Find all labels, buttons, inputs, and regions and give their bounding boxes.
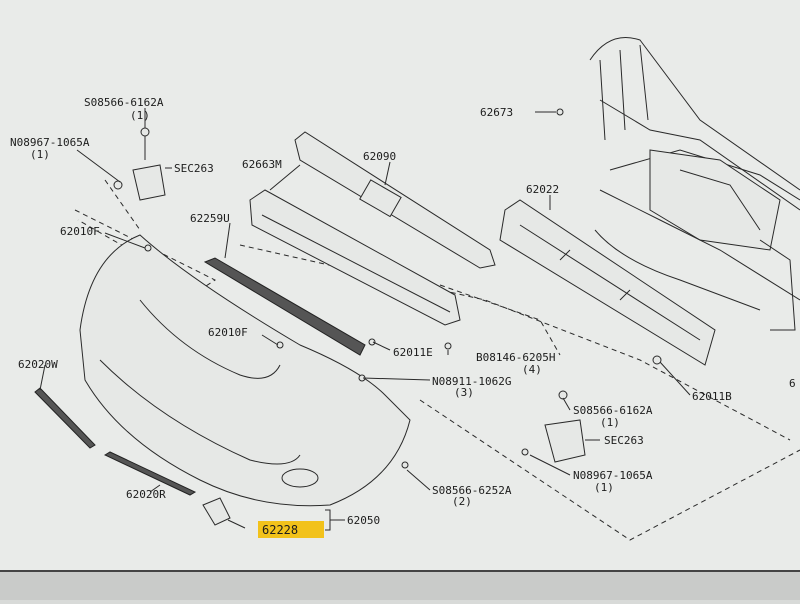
fog-lamp-hole: [281, 468, 319, 488]
label-qty-4: (4): [522, 363, 542, 376]
fascia-grille-opening: [139, 299, 281, 379]
label-qty-3: (3): [454, 386, 474, 399]
label-62663m: 62663M: [242, 158, 282, 171]
label-n-08967-1065a-right: N08967-1065A: [573, 469, 653, 482]
fastener-bolts: [113, 108, 662, 469]
label-62050: 62050: [347, 514, 380, 527]
label-62673: 62673: [480, 106, 513, 119]
label-62020w: 62020W: [18, 358, 58, 371]
part-highlight: [258, 521, 324, 538]
label-n-08967-1065a-top: N08967-1065A: [10, 136, 90, 149]
lower-grille-bracket: [249, 189, 461, 326]
label-s-08566-6162a-right: S08566-6162A: [573, 404, 653, 417]
label-qty-1-b: (1): [30, 148, 50, 161]
molding-left: [34, 387, 96, 449]
label-62020r: 62020R: [126, 488, 166, 501]
label-sec263-top: SEC263: [174, 162, 214, 175]
label-62011e: 62011E: [393, 346, 433, 359]
bracket-sec263-top: [132, 164, 166, 201]
label-62010f-mid: 62010F: [208, 326, 248, 339]
monitor-bezel: [0, 570, 800, 600]
label-62022: 62022: [526, 183, 559, 196]
label-qty-1-d: (1): [594, 481, 614, 494]
fascia-inner-edge: [99, 359, 301, 465]
cover-62228: [202, 497, 231, 526]
lower-grille: [203, 257, 366, 356]
bumper-fascia: [79, 234, 411, 507]
label-b-08146-6205h: B08146-6205H: [476, 351, 555, 364]
label-s-08566-6162a-top: S08566-6162A: [84, 96, 164, 109]
molding-right: [103, 451, 197, 496]
reinforcement-beam: [499, 199, 716, 366]
label-qty-2: (2): [452, 495, 472, 508]
dashed-leader-c: [419, 399, 800, 541]
dashed-leader-b: [239, 244, 791, 441]
dashed-leader-e: [104, 179, 141, 231]
label-62090: 62090: [363, 150, 396, 163]
label-s-08566-6252a: S08566-6252A: [432, 484, 512, 497]
label-sec263-right: SEC263: [604, 434, 644, 447]
label-62011b: 62011B: [692, 390, 732, 403]
label-qty-1-a: (1): [130, 109, 150, 122]
label-62010f-top: 62010F: [60, 225, 100, 238]
label-edge-6: 6: [789, 377, 796, 390]
label-n-08911-1062g: N08911-1062G: [432, 375, 511, 388]
label-62259u: 62259U: [190, 212, 230, 225]
front-body-structure: [589, 37, 800, 331]
label-qty-1-c: (1): [600, 416, 620, 429]
bracket-sec263-right: [544, 419, 586, 463]
leader-lines: [39, 108, 691, 531]
label-62228: 62228: [262, 523, 298, 537]
